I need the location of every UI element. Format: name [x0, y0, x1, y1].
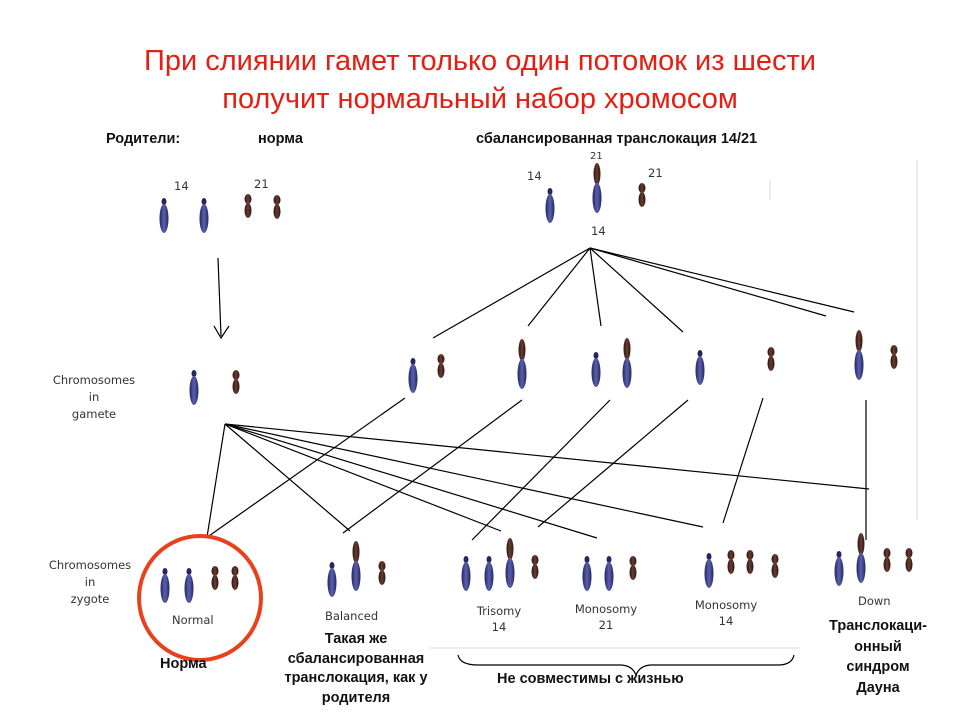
- parent-carrier-chromosome-21: [638, 183, 646, 207]
- gamete-5-chromosome-21: [767, 347, 775, 371]
- slide-title: При слиянии гамет только один потомок из…: [0, 42, 960, 118]
- zygote-monosomy14-chromosome-14: [704, 553, 714, 588]
- zygote-label-trisomy14: Trisomy 14: [464, 603, 534, 635]
- gamete-1-chromosome-14: [408, 358, 418, 393]
- label-21-normal-parent: 21: [254, 177, 269, 191]
- scan-artifacts: [430, 160, 918, 649]
- zygote-monosomy21-chromosome-21: [629, 556, 637, 580]
- caption-down-line-4: Дауна: [856, 679, 900, 696]
- zygote-label-line-2: in: [84, 575, 96, 589]
- monosomy14-line-2: 14: [718, 614, 734, 628]
- zygote-balanced-chromosome-14: [327, 562, 337, 597]
- gamete-2-translocation: [517, 339, 527, 389]
- zygote-label-monosomy14: Monosomy 14: [684, 597, 768, 629]
- label-14-carrier-parent: 14: [527, 169, 542, 183]
- trisomy-line-1: Trisomy: [476, 604, 522, 618]
- caption-norm: Норма: [160, 656, 207, 672]
- gamete-normal-chromosome-21: [232, 370, 240, 394]
- zygote-balanced-chromosome-21: [378, 561, 386, 585]
- trisomy-line-2: 14: [491, 620, 507, 634]
- gamete-row-label: Chromosomes in gamete: [44, 372, 144, 423]
- monosomy21-line-2: 21: [598, 618, 614, 632]
- zygote-label-down: Down: [858, 594, 891, 608]
- parent-normal-chromosome-14: [199, 198, 209, 233]
- parent-normal-chromosome-21: [244, 194, 252, 218]
- zygote-normal-chromosome-21: [231, 566, 239, 590]
- zygote-trisomy-translocation: [505, 538, 515, 588]
- normal-highlight-circle: [137, 534, 263, 662]
- zygote-normal-chromosome-21: [211, 566, 219, 590]
- parent-carrier-translocation: [592, 163, 602, 213]
- incompatible-bracket: [457, 654, 795, 677]
- zygote-normal-chromosome-14: [160, 568, 170, 603]
- parents-label: Родители:: [106, 131, 181, 147]
- zygote-label-normal: Normal: [172, 613, 214, 627]
- caption-incompatible: Не совместимы с жизнью: [497, 671, 684, 687]
- zygote-monosomy21-chromosome-14: [604, 556, 614, 591]
- gamete-normal-chromosome-14: [189, 370, 199, 405]
- monosomy14-line-1: Monosomy: [694, 598, 758, 612]
- gamete-3-translocation: [622, 338, 632, 388]
- caption-balanced: Такая же сбалансированная транслокация, …: [254, 630, 458, 708]
- zygote-row-label: Chromosomes in zygote: [40, 557, 140, 608]
- caption-down: Транслокаци- онный синдром Дауна: [808, 616, 948, 698]
- title-line-2: получит нормальный набор хромосом: [222, 83, 738, 115]
- zygote-down-chromosome-14: [834, 551, 844, 586]
- label-14-normal-parent: 14: [174, 179, 189, 193]
- gamete-6-chromosome-21: [890, 345, 898, 369]
- title-line-1: При слиянии гамет только один потомок из…: [144, 45, 816, 77]
- label-21-carrier-parent: 21: [648, 166, 663, 180]
- zygote-trisomy-chromosome-14: [461, 556, 471, 591]
- zygote-down-chromosome-21: [883, 548, 891, 572]
- gamete-3-chromosome-14: [591, 352, 601, 387]
- caption-balanced-line-2: сбалансированная: [287, 650, 425, 667]
- parent-normal-label: норма: [258, 131, 303, 147]
- zygote-label-line-3: zygote: [70, 592, 110, 606]
- gamete-label-line-1: Chromosomes: [52, 373, 136, 387]
- zygote-trisomy-chromosome-14: [484, 556, 494, 591]
- gamete-4-chromosome-14: [695, 350, 705, 385]
- zygote-down-translocation: [856, 533, 866, 583]
- parent-carrier-label: сбалансированная транслокация 14/21: [476, 131, 758, 147]
- gamete-label-line-2: in: [88, 390, 100, 404]
- caption-down-line-1: Транслокаци-: [829, 618, 927, 634]
- caption-balanced-line-4: родителя: [321, 689, 391, 706]
- caption-down-line-3: синдром: [846, 659, 910, 675]
- gamete-6-translocation: [854, 330, 864, 380]
- zygote-monosomy21-chromosome-14: [582, 556, 592, 591]
- label-21-translocation-top: 21: [590, 151, 603, 162]
- chromosome-group: [159, 163, 913, 603]
- zygote-monosomy14-chromosome-21: [746, 550, 754, 574]
- zygote-monosomy14-chromosome-21: [727, 550, 735, 574]
- zygote-monosomy14-chromosome-21: [771, 554, 779, 578]
- caption-balanced-line-3: транслокация, как у: [284, 670, 428, 686]
- label-14-translocation-bottom: 14: [591, 224, 606, 238]
- zygote-label-line-1: Chromosomes: [48, 558, 132, 572]
- zygote-trisomy-chromosome-21: [531, 555, 539, 579]
- caption-down-line-2: онный: [854, 638, 902, 655]
- parent-normal-chromosome-14: [159, 198, 169, 233]
- zygote-normal-chromosome-14: [184, 568, 194, 603]
- gamete-1-chromosome-21: [437, 354, 445, 378]
- zygote-label-balanced: Balanced: [325, 609, 379, 623]
- monosomy21-line-1: Monosomy: [574, 602, 638, 616]
- gamete-label-line-3: gamete: [71, 407, 117, 421]
- zygote-label-monosomy21: Monosomy 21: [564, 601, 648, 633]
- parent-carrier-chromosome-14: [545, 188, 555, 223]
- caption-balanced-line-1: Такая же: [324, 631, 388, 647]
- zygote-balanced-translocation: [351, 541, 361, 591]
- zygote-down-chromosome-21: [905, 548, 913, 572]
- parent-normal-chromosome-21: [273, 195, 281, 219]
- connector-lines: [205, 247, 870, 541]
